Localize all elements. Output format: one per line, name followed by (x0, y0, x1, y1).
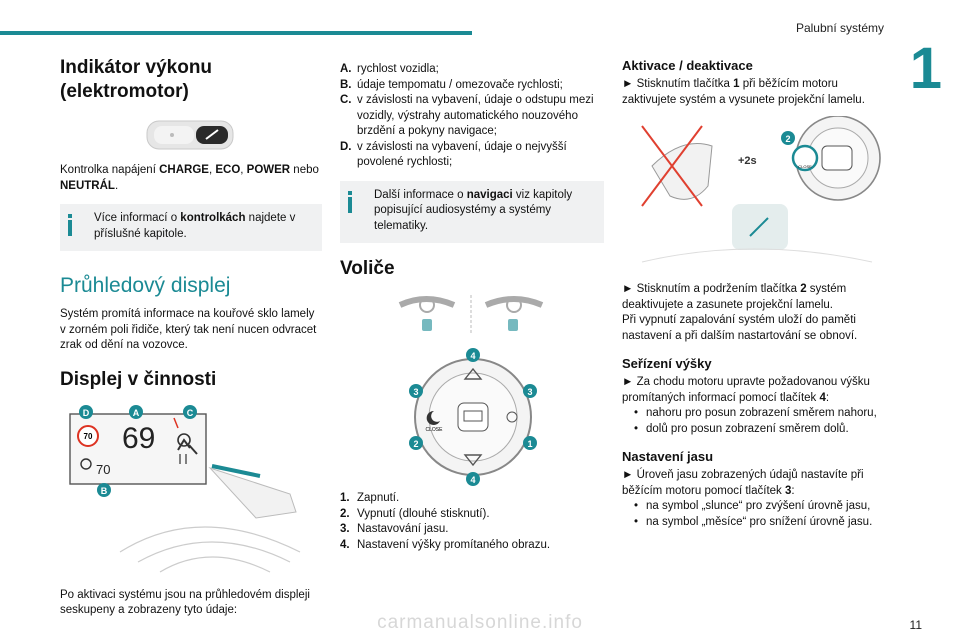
heading-power-indicator: Indikátor výkonu (elektromotor) (60, 57, 213, 102)
callout-3-left: 3 (409, 384, 423, 398)
svg-text:CLOSE: CLOSE (798, 164, 812, 169)
info-box-warning-lights: Více informací o kontrolkách najdete v p… (60, 204, 322, 251)
hud-intro-text: Po aktivaci systému jsou na průhledovém … (60, 588, 310, 617)
hud-data-list: A.rychlost vozidla; B.údaje tempomatu / … (340, 62, 604, 171)
list-item: 2.Vypnutí (dlouhé stisknutí). (340, 507, 490, 520)
callout-d: D (79, 404, 93, 419)
svg-text:2: 2 (785, 134, 790, 144)
memory-text: Při vypnutí zapalování systém uloží do p… (622, 314, 858, 342)
list-item: A.rychlost vozidla; (340, 63, 439, 75)
info-box-navigation: Další informace o navigaci viz kapitoly … (340, 180, 604, 243)
brightness-list: na symbol „slunce“ pro zvýšení úrovně ja… (622, 499, 886, 530)
callout-2: 2 (781, 131, 795, 145)
callout-a: A (129, 404, 143, 419)
callout-c: C (183, 404, 197, 419)
heading-height-adjust: Seřízení výšky (622, 356, 712, 371)
steering-wheel-illustration (396, 293, 546, 339)
svg-text:CLOSE: CLOSE (426, 427, 444, 433)
svg-text:A: A (133, 408, 140, 418)
hud-illustration: 70 69 70 D A C B (60, 402, 322, 580)
header-accent-bar (0, 31, 472, 35)
height-list: nahoru pro posun zobrazení směrem nahoru… (622, 406, 886, 437)
press-duration: +2s (738, 155, 757, 167)
heading-selectors: Voliče (340, 258, 395, 279)
deactivation-illustration: +2s 2 CLOSE (622, 115, 884, 276)
selector-list: 1.Zapnutí. 2.Vypnutí (dlouhé stisknutí).… (340, 491, 604, 553)
list-item: B.údaje tempomatu / omezovače rychlosti; (340, 78, 563, 91)
selector-dial-illustration: CLOSE 4 3 3 2 1 4 (398, 347, 548, 487)
callout-b: B (97, 482, 111, 497)
chapter-number: 1 (909, 36, 942, 101)
callout-4-top: 4 (466, 348, 480, 362)
section-title: Palubní systémy (795, 21, 884, 35)
heading-activation: Aktivace / deaktivace (622, 58, 753, 73)
brightness-text: ► Úroveň jasu zobrazených údajů nastavít… (622, 469, 864, 497)
callout-2: 2 (409, 436, 423, 450)
up-arrow-icon (463, 367, 483, 380)
moon-icon (426, 410, 440, 425)
page-number: 11 (909, 618, 922, 632)
cruise-value: 70 (96, 462, 110, 477)
callout-1: 1 (523, 436, 537, 450)
info-icon (346, 190, 354, 213)
list-item: na symbol „měsíce“ pro snížení úrovně ja… (634, 515, 886, 531)
svg-text:3: 3 (413, 387, 418, 397)
speed-value: 69 (122, 422, 155, 455)
list-item: C.v závislosti na vybavení, údaje o odst… (340, 94, 594, 137)
list-item: 4.Nastavení výšky promítaného obrazu. (340, 538, 551, 551)
callout-3-right: 3 (523, 384, 537, 398)
svg-text:D: D (83, 408, 90, 418)
list-item: D.v závislosti na vybavení, údaje o nejv… (340, 140, 567, 169)
power-indicator-text: Kontrolka napájení CHARGE, ECO, POWER ne… (60, 164, 319, 192)
hud-description: Systém promítá informace na kouřové sklo… (60, 308, 317, 351)
column-1: Indikátor výkonu (elektromotor) Kontrolk… (60, 56, 322, 619)
svg-text:2: 2 (413, 439, 418, 449)
height-text: ► Za chodu motoru upravte požadovanou vý… (622, 376, 870, 404)
list-item: nahoru pro posun zobrazení směrem nahoru… (634, 406, 886, 422)
callout-4-bottom: 4 (466, 472, 480, 486)
watermark: carmanualsonline.info (377, 612, 583, 633)
column-3: Aktivace / deaktivace ► Stisknutím tlačí… (622, 56, 886, 530)
list-item: na symbol „slunce“ pro zvýšení úrovně ja… (634, 499, 886, 515)
activation-text: ► Stisknutím tlačítka 1 při běžícím moto… (622, 78, 865, 106)
down-arrow-icon (463, 454, 483, 467)
svg-text:C: C (187, 408, 194, 418)
power-indicator-image (146, 120, 234, 150)
svg-text:B: B (101, 486, 108, 496)
speed-limit-sign (77, 424, 99, 447)
svg-text:4: 4 (470, 351, 475, 361)
deactivation-text: ► Stisknutím a podržením tlačítka 2 syst… (622, 283, 847, 311)
list-item: 3.Nastavování jasu. (340, 523, 449, 535)
list-item: 1.Zapnutí. (340, 492, 400, 504)
column-2: A.rychlost vozidla; B.údaje tempomatu / … (340, 56, 604, 553)
heading-display-in-operation: Displej v činnosti (60, 368, 217, 390)
heading-brightness: Nastavení jasu (622, 449, 714, 464)
heading-hud: Průhledový displej (60, 274, 231, 297)
svg-text:4: 4 (470, 475, 475, 485)
svg-text:1: 1 (527, 439, 532, 449)
list-item: dolů pro posun zobrazení směrem dolů. (634, 422, 886, 438)
sun-icon (506, 411, 518, 423)
svg-text:3: 3 (527, 387, 532, 397)
speed-limit-value: 70 (84, 432, 93, 441)
info-icon (66, 214, 74, 236)
